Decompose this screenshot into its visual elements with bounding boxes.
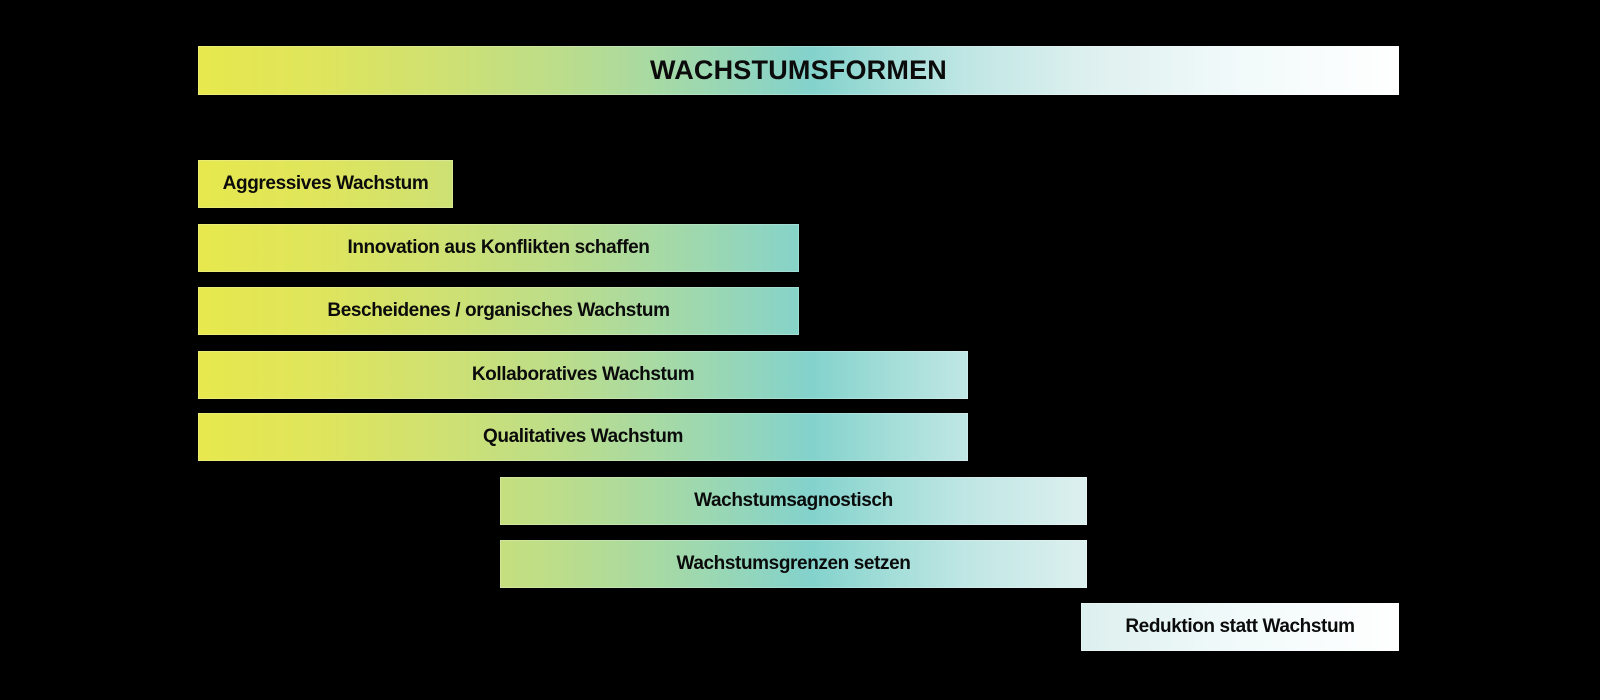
title-bar: WACHSTUMSFORMEN: [198, 46, 1399, 95]
bar-innovation-aus-konflikten: Innovation aus Konflikten schaffen: [198, 224, 799, 272]
bar-bescheidenes-organisches-wachstum: Bescheidenes / organisches Wachstum: [198, 287, 799, 335]
bar-wachstumsgrenzen-setzen: Wachstumsgrenzen setzen: [500, 540, 1087, 588]
bar-label: Aggressives Wachstum: [222, 173, 429, 194]
page-title: WACHSTUMSFORMEN: [650, 55, 947, 85]
bar-qualitatives-wachstum: Qualitatives Wachstum: [198, 413, 968, 461]
bar-label: Qualitatives Wachstum: [483, 426, 683, 447]
bar-label: Bescheidenes / organisches Wachstum: [327, 300, 670, 321]
bar-label: Wachstumsgrenzen setzen: [676, 553, 911, 574]
bar-kollaboratives-wachstum: Kollaboratives Wachstum: [198, 351, 968, 399]
bar-label: Innovation aus Konflikten schaffen: [347, 237, 650, 258]
bar-wachstumsagnostisch: Wachstumsagnostisch: [500, 477, 1087, 525]
bar-label: Kollaboratives Wachstum: [471, 364, 695, 385]
bar-reduktion-statt-wachstum: Reduktion statt Wachstum: [1081, 603, 1399, 651]
bar-label: Wachstumsagnostisch: [694, 490, 893, 511]
bar-aggressives-wachstum: Aggressives Wachstum: [198, 160, 453, 208]
bar-label: Reduktion statt Wachstum: [1125, 616, 1355, 637]
